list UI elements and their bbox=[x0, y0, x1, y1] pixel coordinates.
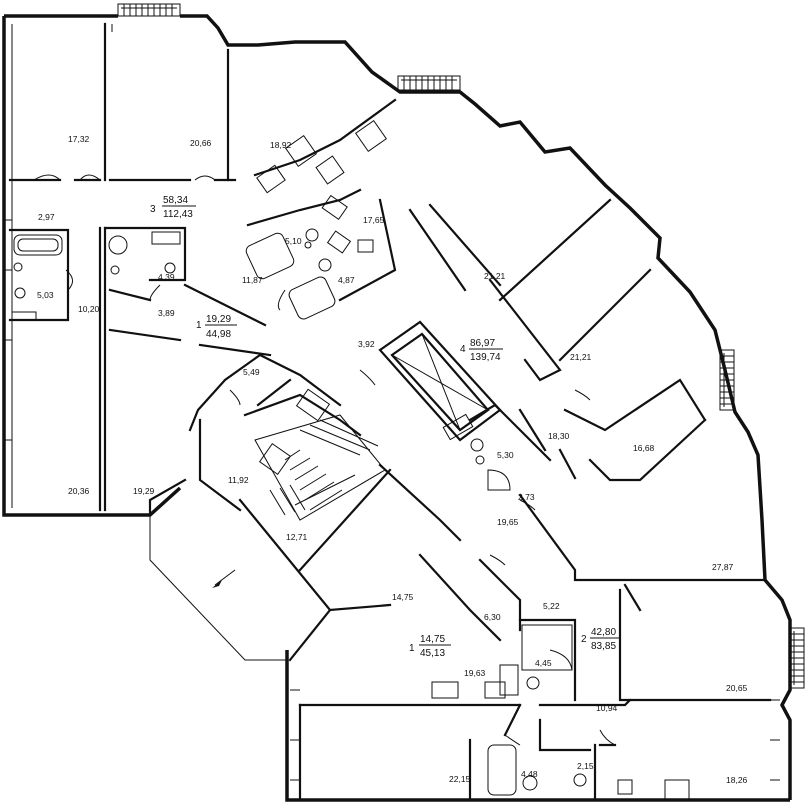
room-area-label: 6,30 bbox=[484, 612, 501, 622]
apartment-living-area: 42,80 bbox=[591, 627, 616, 638]
apartment-labels: 3 58,34 112,43 1 19,29 44,98 4 86,97 139… bbox=[150, 195, 620, 659]
apartment-total-area: 45,13 bbox=[420, 648, 445, 659]
room-area-label: 5,49 bbox=[243, 367, 260, 377]
room-area-label: 12,71 bbox=[286, 532, 308, 542]
apartment-living-area: 19,29 bbox=[206, 314, 231, 325]
room-area-label: 22,15 bbox=[449, 774, 471, 784]
apartment-total-area: 139,74 bbox=[470, 352, 501, 363]
balconies bbox=[117, 3, 805, 689]
room-area-label: 18,26 bbox=[726, 775, 748, 785]
windows bbox=[4, 219, 780, 781]
room-area-label: 4,48 bbox=[521, 769, 538, 779]
room-area-label: 18,92 bbox=[270, 140, 292, 150]
room-area-label: 19,63 bbox=[464, 668, 486, 678]
fixtures bbox=[11, 119, 690, 801]
apartment-living-area: 58,34 bbox=[163, 195, 188, 206]
apartment-total-area: 112,43 bbox=[163, 209, 193, 220]
room-area-label: 4,39 bbox=[158, 272, 175, 282]
apartment-number: 2 bbox=[581, 634, 587, 645]
room-area-label: 18,30 bbox=[548, 431, 570, 441]
apartment-2-label: 2 42,80 83,85 bbox=[581, 627, 620, 652]
apartment-3-label: 3 58,34 112,43 bbox=[150, 195, 196, 220]
room-area-label: 20,66 bbox=[190, 138, 212, 148]
apartment-number: 1 bbox=[196, 320, 202, 331]
apartment-living-area: 14,75 bbox=[420, 634, 445, 645]
apartment-total-area: 44,98 bbox=[206, 329, 231, 340]
apartment-total-area: 83,85 bbox=[591, 641, 616, 652]
room-area-label: 4,45 bbox=[535, 658, 552, 668]
room-area-label: 17,65 bbox=[363, 215, 385, 225]
room-area-label: 10,94 bbox=[596, 703, 618, 713]
room-area-label: 5,22 bbox=[543, 601, 560, 611]
apartment-number: 4 bbox=[460, 344, 466, 355]
staircase bbox=[254, 414, 386, 521]
room-area-label: 20,36 bbox=[68, 486, 90, 496]
apartment-living-area: 86,97 bbox=[470, 338, 495, 349]
room-area-label: 20,65 bbox=[726, 683, 748, 693]
room-area-label: 17,32 bbox=[68, 134, 90, 144]
exterior-walls bbox=[2, 14, 792, 802]
interior-walls bbox=[8, 22, 772, 802]
room-area-label: 5,10 bbox=[285, 236, 302, 246]
room-area-label: 5,30 bbox=[497, 450, 514, 460]
apartment-1-top-label: 1 19,29 44,98 bbox=[196, 314, 237, 340]
room-area-label: 2,15 bbox=[577, 761, 594, 771]
apartment-number: 3 bbox=[150, 204, 156, 215]
door-swings bbox=[33, 174, 616, 746]
room-area-label: 14,75 bbox=[392, 592, 414, 602]
room-area-label: 19,29 bbox=[133, 486, 155, 496]
room-area-label: 21,21 bbox=[570, 352, 592, 362]
room-area-label: 11,92 bbox=[228, 475, 249, 485]
room-area-label: 10,20 bbox=[78, 304, 100, 314]
room-area-label: 21,21 bbox=[484, 271, 506, 281]
apartment-1-bottom-label: 1 14,75 45,13 bbox=[409, 634, 451, 659]
room-area-label: 19,65 bbox=[497, 517, 519, 527]
room-area-label: 2,73 bbox=[518, 492, 535, 502]
room-area-label: 3,89 bbox=[158, 308, 175, 318]
room-area-label: 27,87 bbox=[712, 562, 734, 572]
room-area-label: 11,87 bbox=[242, 275, 263, 285]
room-area-label: 16,68 bbox=[633, 443, 655, 453]
room-area-label: 3,92 bbox=[358, 339, 375, 349]
room-area-label: 4,87 bbox=[338, 275, 355, 285]
apartment-4-label: 4 86,97 139,74 bbox=[460, 338, 503, 363]
room-area-label: 2,97 bbox=[38, 212, 55, 222]
apartment-number: 1 bbox=[409, 643, 415, 654]
room-area-label: 5,03 bbox=[37, 290, 54, 300]
room-labels: 17,32 20,66 18,92 2,97 5,10 17,65 4,39 1… bbox=[37, 134, 748, 785]
entrance-arrow bbox=[212, 569, 236, 588]
